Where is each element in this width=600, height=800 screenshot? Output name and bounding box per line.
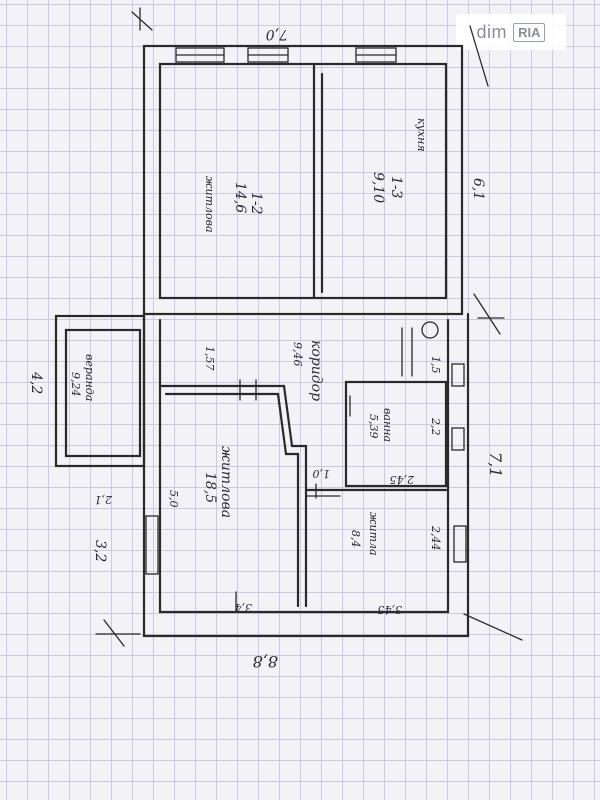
- dim-kitchen-height: 2,44: [429, 525, 442, 551]
- room-left-area: 14,6: [232, 182, 248, 213]
- dim-top-width: 7,0: [266, 26, 288, 42]
- dim-bathroom-width: 2,45: [390, 473, 416, 486]
- room-veranda: веранда 9,24: [69, 354, 96, 401]
- dim-small: 1,5: [429, 356, 442, 374]
- dim-kitchen-width: 3,45: [378, 603, 403, 616]
- dim-veranda-height: 4,2: [28, 371, 44, 394]
- room-left-name: житлова: [203, 176, 216, 233]
- dim-right-lower-height: 7,1: [486, 452, 505, 477]
- living-area: 18,5: [202, 472, 218, 503]
- dim-living-height: 5,0: [167, 490, 180, 508]
- bathroom-area: 5,39: [367, 414, 380, 439]
- dim-bathroom-height: 2,2: [429, 417, 442, 436]
- watermark-logo: dim RIA: [456, 14, 566, 50]
- dim-wall-step: 1,0: [313, 467, 331, 480]
- upper-block-walls: [142, 44, 464, 316]
- dim-living-width: 3,4: [235, 601, 253, 614]
- room-right-area: 9,10: [370, 172, 386, 203]
- room-left-upper: житлова 1-2 14,6: [203, 176, 264, 233]
- room-bathroom: ванна 5,39: [367, 408, 394, 442]
- room-living: житлова 18,5: [202, 446, 234, 518]
- dim-veranda-width: 2,1: [95, 493, 114, 506]
- living-name: житлова: [218, 446, 234, 518]
- room-corridor: коридор 9,46: [291, 340, 324, 401]
- room-kitchen: житла 8,4: [349, 512, 380, 556]
- room-left-code: 1-2: [248, 192, 264, 215]
- dim-upper-height: 6,1: [470, 178, 486, 200]
- kitchen-name: житла: [367, 512, 380, 556]
- dim-corridor-width: 1,57: [203, 346, 216, 371]
- corridor-name: коридор: [308, 340, 324, 401]
- watermark-brand: dim: [476, 21, 508, 42]
- lower-block-walls: [54, 312, 470, 638]
- room-right-code: 1-3: [388, 176, 404, 199]
- veranda-area: 9,24: [69, 372, 82, 397]
- veranda-name: веранда: [83, 354, 96, 401]
- room-right-name: кухня: [415, 118, 428, 152]
- kitchen-area: 8,4: [349, 530, 362, 548]
- dimension-ticks: [95, 7, 523, 647]
- watermark-partner: RIA: [513, 22, 546, 42]
- corridor-area: 9,46: [291, 342, 304, 367]
- room-right-upper: кухня 1-3 9,10: [370, 118, 428, 203]
- dim-bottom-width: 8,8: [253, 652, 278, 671]
- bathroom-name: ванна: [381, 408, 394, 442]
- dim-left-lower-height: 3,2: [92, 540, 108, 562]
